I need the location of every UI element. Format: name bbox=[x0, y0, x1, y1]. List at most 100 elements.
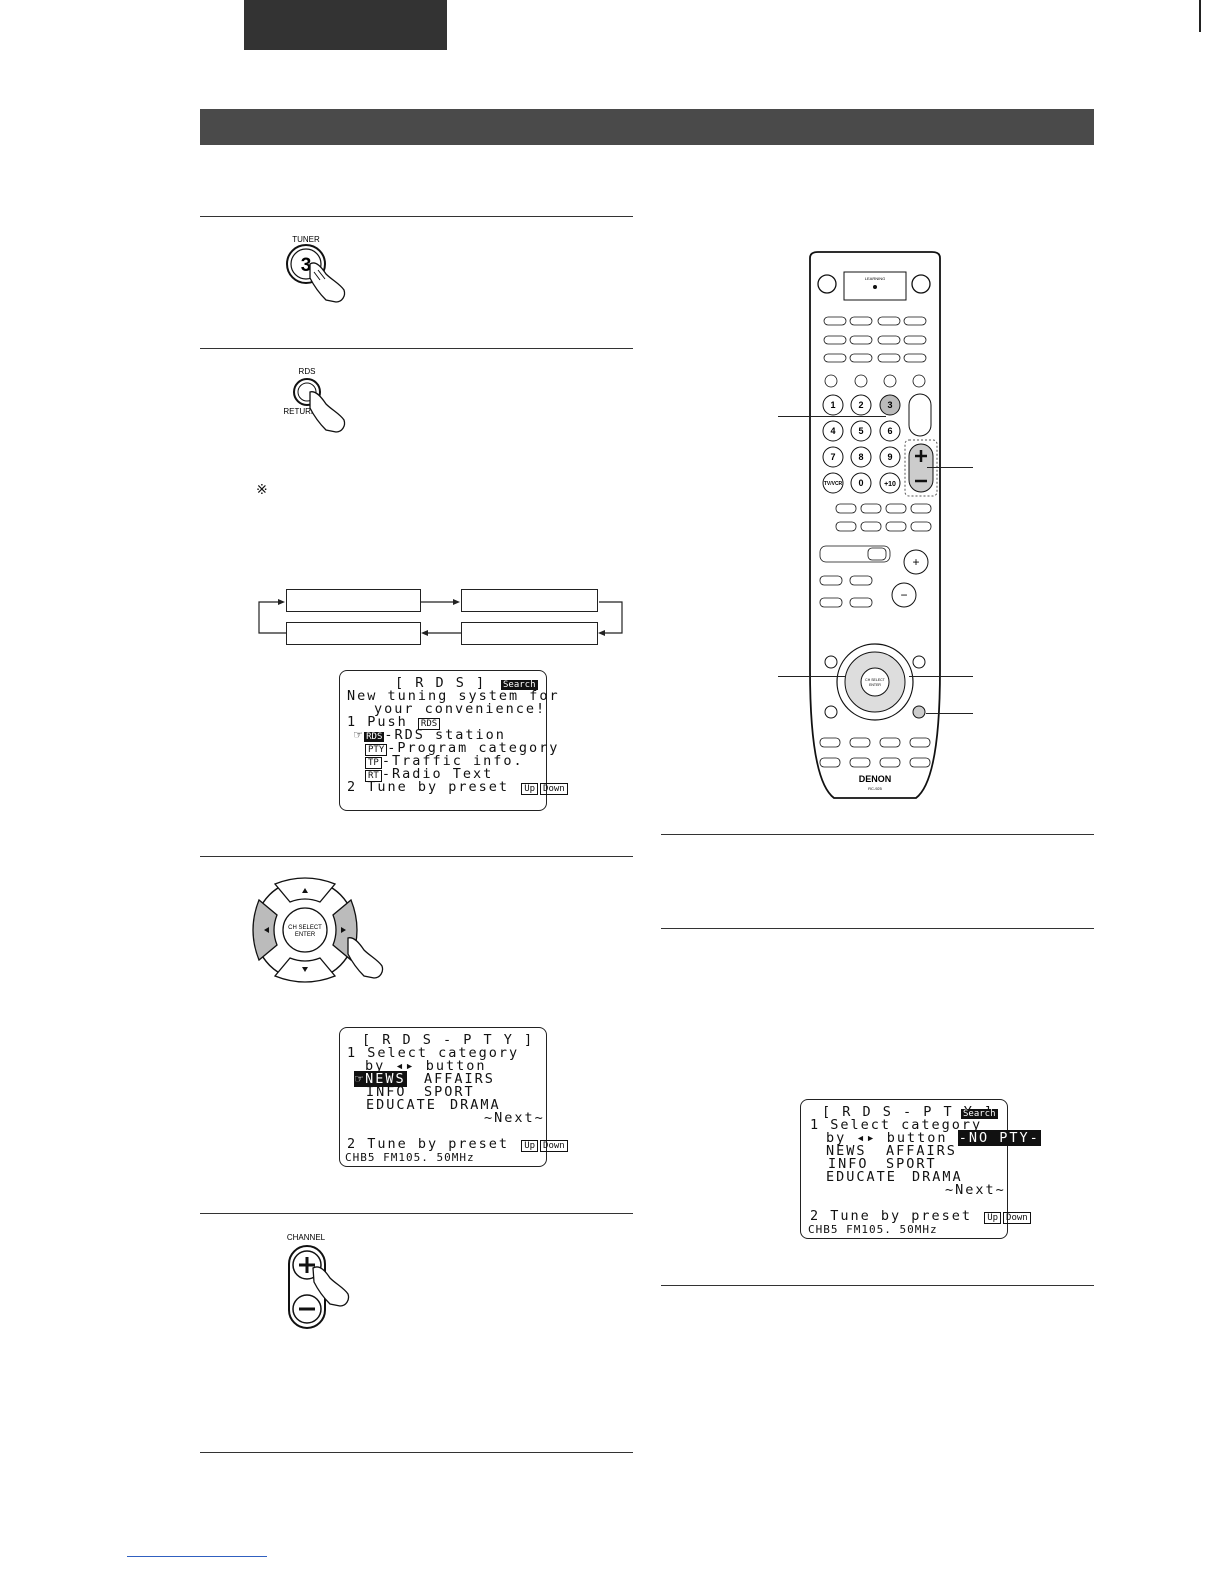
category-item: INFO bbox=[828, 1156, 869, 1172]
callout-line-rds bbox=[926, 713, 973, 714]
lcd-title: [ R D S ] bbox=[395, 675, 487, 691]
category-item: EDUCATE bbox=[366, 1097, 437, 1113]
flow-box-1 bbox=[286, 589, 421, 612]
callout-line-tuner bbox=[778, 416, 886, 417]
key-6: 6 bbox=[887, 426, 892, 436]
tuner-digit: 3 bbox=[301, 255, 312, 276]
rds-key-label: RDS bbox=[364, 732, 385, 742]
cursor-pad-illustration: CH SELECT ENTER bbox=[252, 874, 392, 984]
brand-logo: DENON bbox=[859, 774, 892, 784]
step-divider-4 bbox=[200, 1213, 633, 1214]
key-2: 2 bbox=[858, 400, 863, 410]
lcd-menu-item: -Traffic info. bbox=[381, 753, 524, 769]
category-item: NEWS bbox=[826, 1143, 867, 1159]
right-divider-3 bbox=[661, 1285, 1094, 1286]
page-edge-mark bbox=[1199, 0, 1201, 32]
lcd-menu-item: -RDS station bbox=[384, 727, 506, 743]
flow-box-2 bbox=[461, 589, 598, 612]
tp-key-label: TP bbox=[365, 757, 382, 769]
flow-box-4 bbox=[286, 622, 421, 645]
key-3: 3 bbox=[887, 400, 892, 410]
category-item: DRAMA bbox=[912, 1169, 963, 1185]
cursor-pad-icon: CH SELECT ENTER bbox=[252, 877, 384, 983]
key-tv-vcr: TV/VCR bbox=[824, 481, 843, 487]
learning-label: LEARNING bbox=[865, 276, 885, 281]
pointer-icon: ☞ bbox=[354, 727, 365, 743]
up-key-label: Up bbox=[984, 1212, 1002, 1224]
lcd-line: 1 Select category bbox=[347, 1045, 520, 1061]
lcd-line: your convenience! bbox=[374, 701, 547, 717]
remote-control-icon: LEARNING 1 2 3 4 5 6 7 8 9 TV/VCR 0 +10 bbox=[809, 251, 941, 799]
lcd-no-pty-screen: [ R D S - P T Y ] Search 1 Select catego… bbox=[800, 1099, 1041, 1239]
right-divider-2 bbox=[661, 928, 1094, 929]
volume-plus: + bbox=[912, 555, 919, 569]
down-key-label: Down bbox=[540, 783, 568, 795]
pty-key-label: PTY bbox=[365, 744, 388, 756]
rds-return-button-illustration: RDS RETURN bbox=[270, 364, 360, 434]
category-item: INFO bbox=[366, 1084, 407, 1100]
lcd-line: 2 Tune by preset bbox=[810, 1208, 973, 1224]
lcd-menu-item: -Radio Text bbox=[381, 766, 494, 782]
callout-line-cursor-right bbox=[909, 676, 973, 677]
key-plus-10: +10 bbox=[884, 481, 896, 488]
lcd-line: by ◂▸ button bbox=[365, 1058, 487, 1074]
return-caption: RETURN bbox=[283, 407, 317, 416]
step-divider-5 bbox=[200, 1452, 633, 1453]
section-tab bbox=[244, 0, 447, 50]
category-item: EDUCATE bbox=[826, 1169, 897, 1185]
note-symbol: ※ bbox=[256, 481, 268, 497]
category-item: AFFAIRS bbox=[424, 1071, 495, 1087]
remote-control-illustration: LEARNING 1 2 3 4 5 6 7 8 9 TV/VCR 0 +10 bbox=[806, 250, 944, 802]
step-divider-3 bbox=[200, 856, 633, 857]
lcd-line: 2 Tune by preset bbox=[347, 779, 510, 795]
right-divider-1 bbox=[661, 834, 1094, 835]
lcd-menu-item: -Program category bbox=[387, 740, 560, 756]
lcd-line: New tuning system for bbox=[347, 688, 560, 704]
hand-press-icon: TUNER 3 bbox=[286, 235, 346, 303]
key-8: 8 bbox=[858, 452, 863, 462]
frequency-status: CHB5 FM105. 50MHz bbox=[345, 1151, 475, 1164]
step-divider-2 bbox=[200, 348, 633, 349]
selected-category: ☞NEWS bbox=[354, 1071, 407, 1087]
lcd-line: 1 Push bbox=[347, 714, 408, 730]
next-label: ~Next~ bbox=[945, 1182, 1006, 1198]
ch-select-label: CH SELECT bbox=[865, 678, 886, 682]
step-divider-1 bbox=[200, 216, 633, 217]
footer-link-underline bbox=[127, 1556, 267, 1557]
channel-rocker-icon: CHANNEL bbox=[287, 1233, 350, 1329]
frequency-status: CHB5 FM105. 50MHz bbox=[808, 1223, 938, 1236]
search-badge: Search bbox=[961, 1109, 998, 1119]
key-0: 0 bbox=[858, 478, 863, 488]
category-item: AFFAIRS bbox=[886, 1143, 957, 1159]
rt-key-label: RT bbox=[365, 770, 382, 782]
no-pty-badge: -NO PTY- bbox=[957, 1130, 1041, 1146]
category-item: SPORT bbox=[424, 1084, 475, 1100]
rds-key-label: RDS bbox=[417, 718, 441, 730]
lcd-line: 1 Select category bbox=[810, 1117, 983, 1133]
key-9: 9 bbox=[887, 452, 892, 462]
search-badge: Search bbox=[501, 680, 538, 690]
down-key-label: Down bbox=[1003, 1212, 1031, 1224]
lcd-rds-pty-screen: [ R D S - P T Y ] 1 Select category by ◂… bbox=[339, 1027, 568, 1167]
key-5: 5 bbox=[858, 426, 863, 436]
callout-line-cursor-left bbox=[778, 676, 846, 677]
key-7: 7 bbox=[830, 452, 835, 462]
next-label: ~Next~ bbox=[484, 1110, 545, 1126]
lcd-line: 2 Tune by preset bbox=[347, 1136, 510, 1152]
ch-select-caption: CH SELECT bbox=[288, 925, 322, 931]
category-item: SPORT bbox=[886, 1156, 937, 1172]
flow-box-3 bbox=[461, 622, 598, 645]
callout-line-channel bbox=[927, 467, 973, 468]
lcd-rds-screen: [ R D S ] Search New tuning system for y… bbox=[339, 670, 568, 811]
enter-label: ENTER bbox=[869, 683, 881, 687]
lcd-title: [ R D S - P T Y ] bbox=[362, 1032, 535, 1048]
tuner-caption: TUNER bbox=[292, 235, 320, 244]
tuner-3-button-illustration: TUNER 3 bbox=[270, 232, 360, 304]
up-key-label: Up bbox=[521, 1140, 539, 1152]
up-key-label: Up bbox=[521, 783, 539, 795]
channel-caption: CHANNEL bbox=[287, 1233, 326, 1242]
volume-minus: − bbox=[900, 588, 907, 602]
key-1: 1 bbox=[830, 400, 835, 410]
rds-caption: RDS bbox=[299, 367, 316, 376]
enter-caption: ENTER bbox=[295, 932, 316, 938]
